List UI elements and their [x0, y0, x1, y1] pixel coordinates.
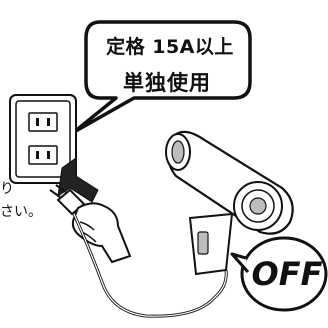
off-label: OFF [251, 255, 323, 293]
rating-text: 定格 15A以上 [106, 36, 234, 58]
off-badge [230, 236, 328, 312]
arrow-up-icon [57, 157, 99, 203]
exclusive-use-text: 単独使用 [123, 71, 211, 95]
cut-text-fragment: り [0, 181, 14, 197]
hair-dryer-icon [165, 130, 294, 276]
hand-icon [71, 202, 132, 264]
outlet-icon [9, 94, 77, 184]
power-cord [72, 213, 228, 318]
notice-bubble [72, 20, 252, 134]
cut-text-fragment: さい。 [0, 204, 42, 220]
